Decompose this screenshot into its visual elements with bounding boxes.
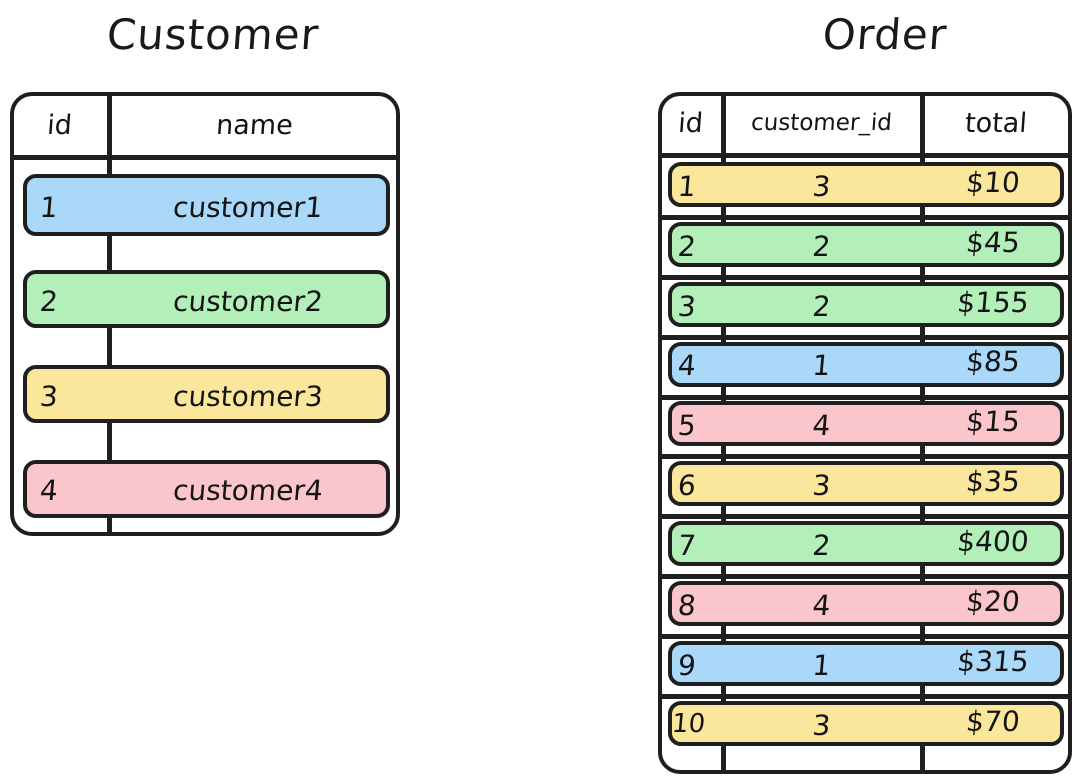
order-cell-customer-id: 1 — [811, 349, 832, 382]
order-cell-id: 4 — [676, 349, 698, 382]
customer-cell-name: customer2 — [171, 285, 325, 318]
customer-table-title: Customer — [105, 10, 321, 59]
order-header-total: total — [964, 108, 1028, 139]
order-row-pill[interactable] — [668, 521, 1064, 566]
order-cell-total: $85 — [964, 345, 1022, 378]
order-row-rule — [660, 514, 1070, 519]
order-cell-id: 6 — [676, 469, 698, 502]
order-cell-total: $15 — [964, 405, 1022, 438]
order-cell-id: 8 — [676, 589, 698, 622]
order-cell-total: $315 — [955, 645, 1031, 678]
customer-cell-name: customer3 — [171, 380, 325, 413]
order-cell-id: 3 — [676, 290, 698, 323]
customer-row-pill[interactable] — [23, 365, 390, 423]
customer-cell-id: 4 — [38, 474, 60, 507]
customer-header-name: name — [215, 110, 294, 141]
order-cell-id: 5 — [676, 409, 698, 442]
customer-cell-id: 1 — [38, 191, 60, 224]
customer-row-pill[interactable] — [23, 270, 390, 328]
order-table-title: Order — [821, 10, 949, 59]
order-cell-total: $155 — [955, 286, 1031, 319]
order-row-rule — [660, 275, 1070, 280]
order-row-rule — [660, 215, 1070, 220]
order-row-rule — [660, 395, 1070, 400]
customer-cell-id: 3 — [38, 380, 60, 413]
order-cell-customer-id: 2 — [811, 290, 832, 323]
customer-header-id: id — [46, 110, 73, 141]
order-cell-customer-id: 3 — [811, 170, 832, 203]
order-row-pill[interactable] — [668, 581, 1064, 626]
order-row-rule — [660, 574, 1070, 579]
order-cell-total: $20 — [964, 585, 1022, 618]
order-cell-customer-id: 3 — [811, 709, 832, 742]
order-cell-customer-id: 2 — [811, 529, 832, 562]
order-cell-id: 1 — [676, 170, 698, 203]
order-cell-total: $400 — [955, 525, 1031, 558]
order-row-pill[interactable] — [668, 282, 1064, 327]
customer-row-pill[interactable] — [23, 174, 390, 236]
order-row-pill[interactable] — [668, 342, 1064, 387]
order-cell-customer-id: 4 — [811, 589, 832, 622]
order-row-pill[interactable] — [668, 401, 1064, 446]
order-row-pill[interactable] — [668, 162, 1064, 207]
order-cell-total: $35 — [964, 465, 1022, 498]
customer-header-rule — [12, 155, 398, 160]
order-cell-customer-id: 2 — [811, 230, 832, 263]
order-cell-id: 7 — [676, 529, 698, 562]
customer-cell-name: customer4 — [171, 474, 325, 507]
order-row-rule — [660, 454, 1070, 459]
order-cell-id: 10 — [670, 709, 707, 739]
order-cell-customer-id: 4 — [811, 409, 832, 442]
order-row-pill[interactable] — [668, 701, 1064, 746]
order-cell-customer-id: 3 — [811, 469, 832, 502]
customer-row-pill[interactable] — [23, 460, 390, 518]
order-row-pill[interactable] — [668, 222, 1064, 267]
order-cell-customer-id: 1 — [811, 649, 832, 682]
order-header-customer-id: customer_id — [750, 110, 893, 136]
order-header-id: id — [677, 108, 704, 139]
order-row-pill[interactable] — [668, 461, 1064, 506]
customer-cell-id: 2 — [38, 285, 60, 318]
order-header-rule — [660, 153, 1070, 158]
order-cell-total: $70 — [964, 705, 1022, 738]
order-cell-id: 2 — [676, 230, 698, 263]
order-cell-total: $45 — [964, 226, 1022, 259]
order-row-pill[interactable] — [668, 641, 1064, 686]
order-row-rule — [660, 335, 1070, 340]
order-row-rule — [660, 634, 1070, 639]
customer-cell-name: customer1 — [171, 191, 325, 224]
order-cell-total: $10 — [964, 166, 1022, 199]
order-row-rule — [660, 694, 1070, 699]
order-cell-id: 9 — [676, 649, 698, 682]
